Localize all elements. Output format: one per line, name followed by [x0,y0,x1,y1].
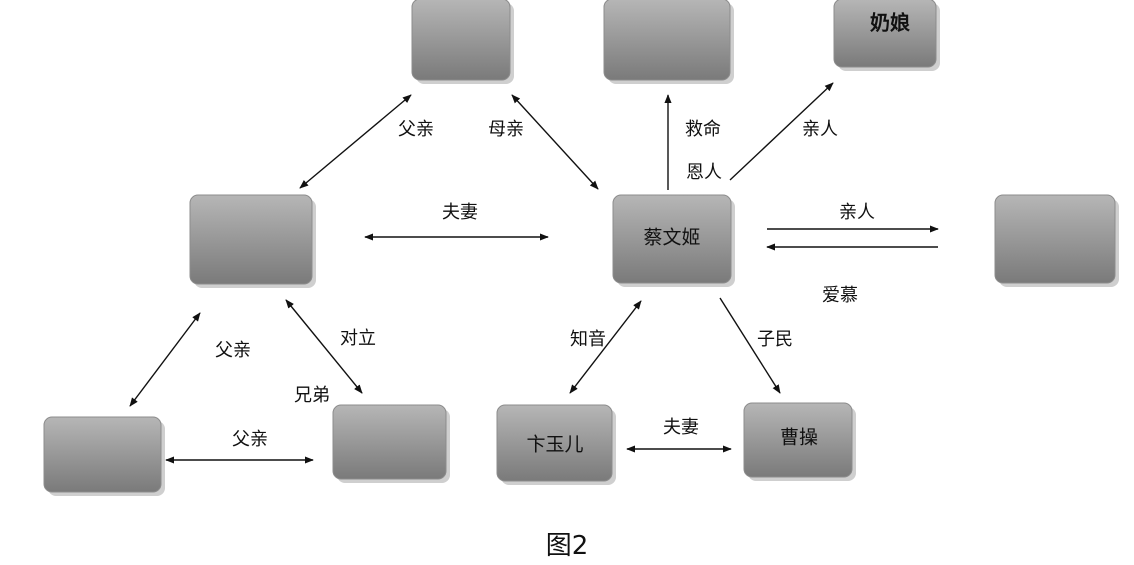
edge-label-father-left: 父亲 [215,340,251,361]
edge-label-admire: 爱慕 [822,285,858,306]
edge-label-mother: 母亲 [488,119,524,140]
node-center-label: 蔡文姬 [643,227,700,249]
edge-label-relative-top: 亲人 [802,119,838,140]
edge-label-save-life: 救命 [685,119,721,140]
edge-label-brother: 兄弟 [294,385,330,406]
edge-label-benefactor: 恩人 [686,162,722,183]
node-top-mid [603,0,734,84]
node-top-right-label: 奶娘 [870,11,910,35]
edge-label-father-bottom: 父亲 [232,429,268,450]
edge-label-father-top: 父亲 [398,119,434,140]
edge-center-top-right [729,82,834,181]
node-bianyuer: 卞玉儿 [496,404,616,485]
edge-center-caocao [719,297,781,394]
node-top-right-nainiang: 奶娘 [833,0,940,71]
node-bottom-mid-left [332,404,450,483]
edge-label-relative-right: 亲人 [839,202,875,223]
edge-bianyuer-center [569,300,642,394]
node-caocao: 曹操 [743,402,856,481]
edge-label-oppose: 对立 [340,328,376,349]
node-right [994,194,1119,287]
edge-label-spouse-bottom: 夫妻 [663,417,699,438]
node-caocao-label: 曹操 [780,427,818,449]
node-center-caiwenji: 蔡文姬 [612,194,735,287]
edge-top-left-center [511,94,599,190]
edge-left-top-left [299,94,412,189]
edge-label-subject: 子民 [757,329,793,350]
node-bottom-left [43,416,165,496]
node-left [189,194,316,288]
edge-bottom-left-left [129,312,201,407]
edge-label-spouse-mid: 夫妻 [442,202,478,223]
edge-label-zhiyin: 知音 [570,329,606,350]
edge-left-bottom-mid-left [285,299,363,394]
node-top-left [411,0,514,84]
relationship-diagram: 奶娘 蔡文姬 卞玉儿 曹操 [43,0,1119,496]
figure-caption: 图2 [545,531,589,561]
node-bianyuer-label: 卞玉儿 [526,434,583,456]
